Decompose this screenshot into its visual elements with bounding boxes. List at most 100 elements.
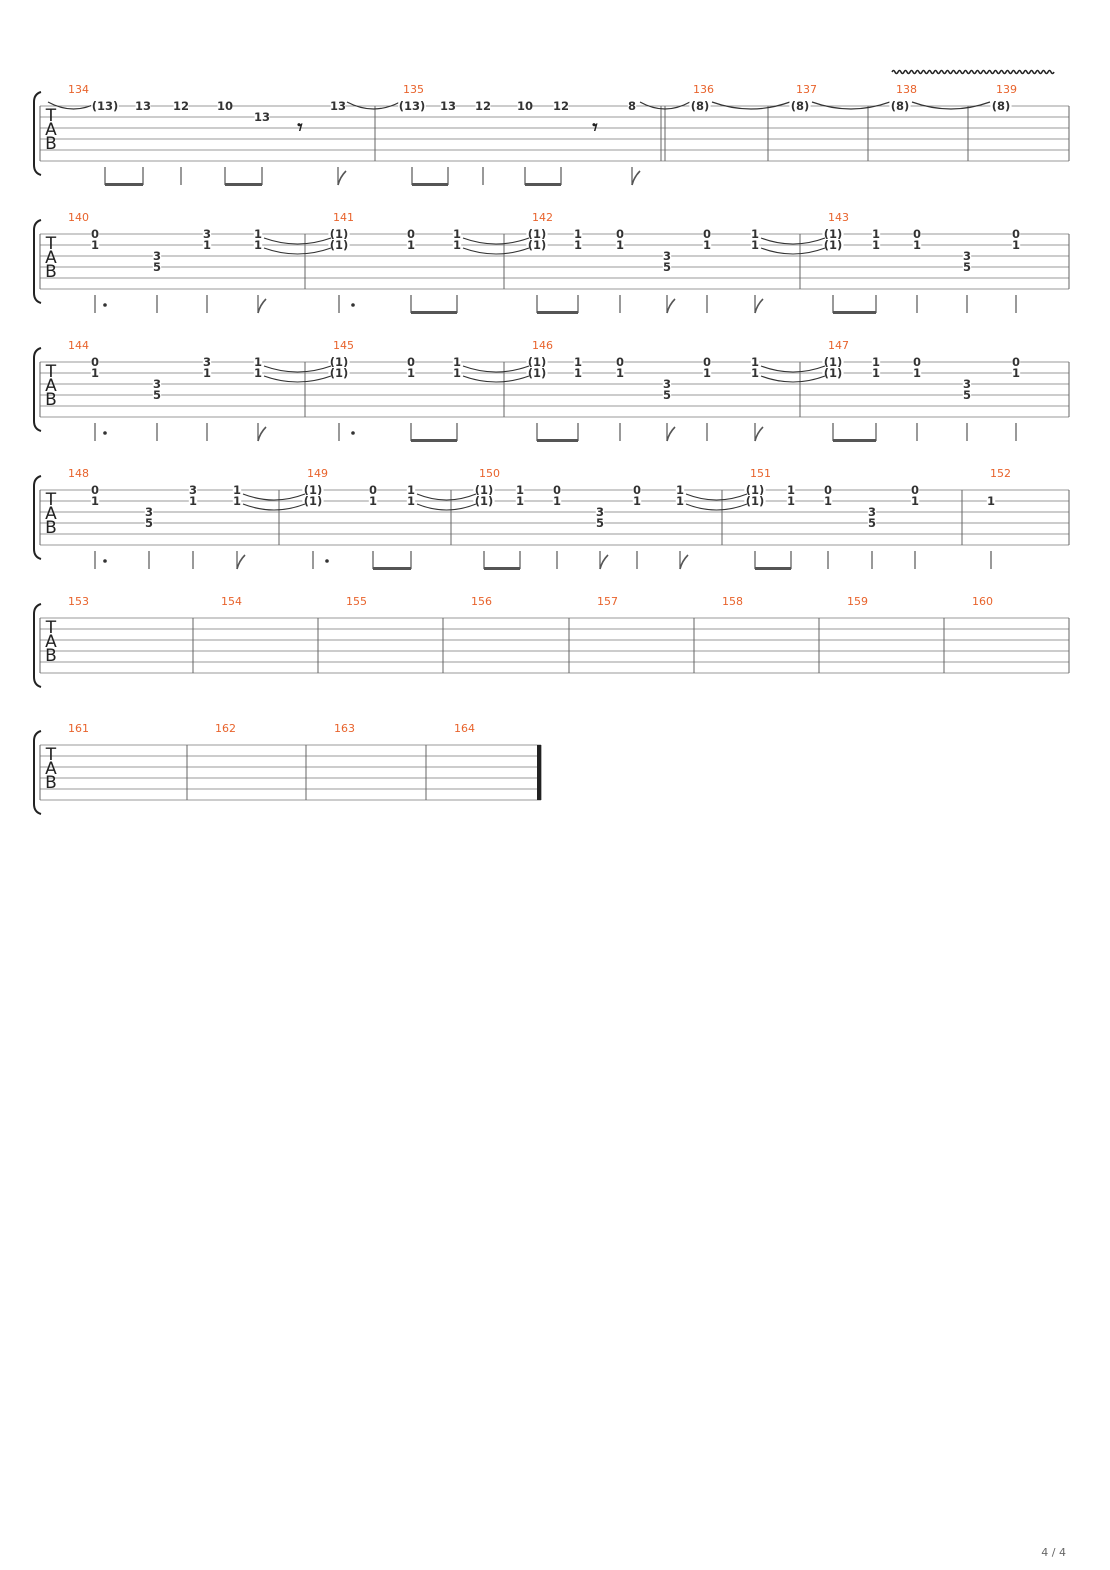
tab-clef-letter: A [45,248,57,268]
tab-clef-letter: T [45,618,57,638]
fret-background [406,356,416,367]
measure-number: 142 [532,211,553,224]
fret-number: (8) [691,99,710,113]
rhythm-dot [351,431,355,435]
fret-number: 1 [453,238,461,252]
tab-clef-letter: T [45,490,57,510]
fret-number: (1) [528,238,547,252]
page-number: 4 / 4 [1041,1546,1066,1559]
fret-background [573,367,583,378]
fret-number: 1 [787,483,795,497]
fret-number: (1) [475,483,494,497]
tab-clef-letter: B [45,390,57,410]
fret-background [662,250,672,261]
tie-arc [685,493,748,501]
fret-background [188,495,198,506]
fret-background [475,100,491,111]
note-flag [257,298,267,314]
tie-arc [416,493,477,501]
fret-number: 1 [703,238,711,252]
note-flag [754,298,764,314]
fret-background [910,484,920,495]
fret-background [702,367,712,378]
fret-number: 13 [135,99,151,113]
fret-number: 0 [91,355,99,369]
fret-number: 5 [963,260,971,274]
fret-number: 5 [963,388,971,402]
fret-background [962,250,972,261]
fret-number: (1) [528,355,547,369]
fret-background [912,228,922,239]
fret-number: (1) [746,494,765,508]
fret-background [744,495,766,506]
beam [537,439,578,442]
eighth-rest: 𝄾 [297,115,303,139]
tie-arc [242,493,306,501]
fret-number: 1 [633,494,641,508]
fret-background [662,389,672,400]
fret-number: 0 [703,355,711,369]
tie-arc [760,247,826,255]
fret-background [253,228,263,239]
system-bracket [33,347,42,432]
tie-arc [462,237,530,245]
fret-background [152,261,162,272]
fret-background [789,100,811,111]
fret-background [217,100,233,111]
fret-background [152,389,162,400]
tie-arc [263,237,332,245]
fret-background [912,356,922,367]
fret-background [253,356,263,367]
fret-number: 1 [553,494,561,508]
fret-background [440,100,456,111]
fret-number: 1 [233,483,241,497]
tab-clef-letter: B [45,646,57,666]
measure-number: 135 [403,83,424,96]
note-flag [257,426,267,442]
fret-number: 3 [153,249,161,263]
fret-background [823,484,833,495]
fret-number: (1) [528,227,547,241]
fret-background [473,484,495,495]
fret-background [822,228,844,239]
fret-number: (1) [304,483,323,497]
fret-background [406,495,416,506]
system-bracket [33,730,42,815]
fret-number: 1 [676,483,684,497]
system-bracket [33,475,42,560]
fret-number: 5 [596,516,604,530]
rhythm-dot [351,303,355,307]
fret-background [202,367,212,378]
measure-number: 145 [333,339,354,352]
fret-background [452,367,462,378]
fret-background [188,484,198,495]
fret-background [254,111,270,122]
fret-background [822,239,844,250]
beam [225,183,262,186]
fret-number: 1 [872,366,880,380]
fret-number: 0 [407,355,415,369]
measure-number: 137 [796,83,817,96]
fret-number: 0 [616,355,624,369]
rhythm-dot [325,559,329,563]
rhythm-dot [103,559,107,563]
fret-number: 10 [517,99,533,113]
fret-number: 8 [628,99,636,113]
fret-number: 1 [751,227,759,241]
fret-number: 1 [516,494,524,508]
final-barline [537,745,541,800]
fret-number: (1) [330,366,349,380]
fret-number: 1 [913,238,921,252]
fret-background [90,356,100,367]
tie-arc [263,375,332,383]
fret-number: 1 [872,227,880,241]
measure-number: 148 [68,467,89,480]
fret-number: 10 [217,99,233,113]
fret-background [452,356,462,367]
fret-background [526,228,548,239]
fret-number: 1 [913,366,921,380]
fret-background [871,356,881,367]
fret-number: 1 [872,355,880,369]
tab-clef-letter: B [45,773,57,793]
tie-arc [263,247,332,255]
